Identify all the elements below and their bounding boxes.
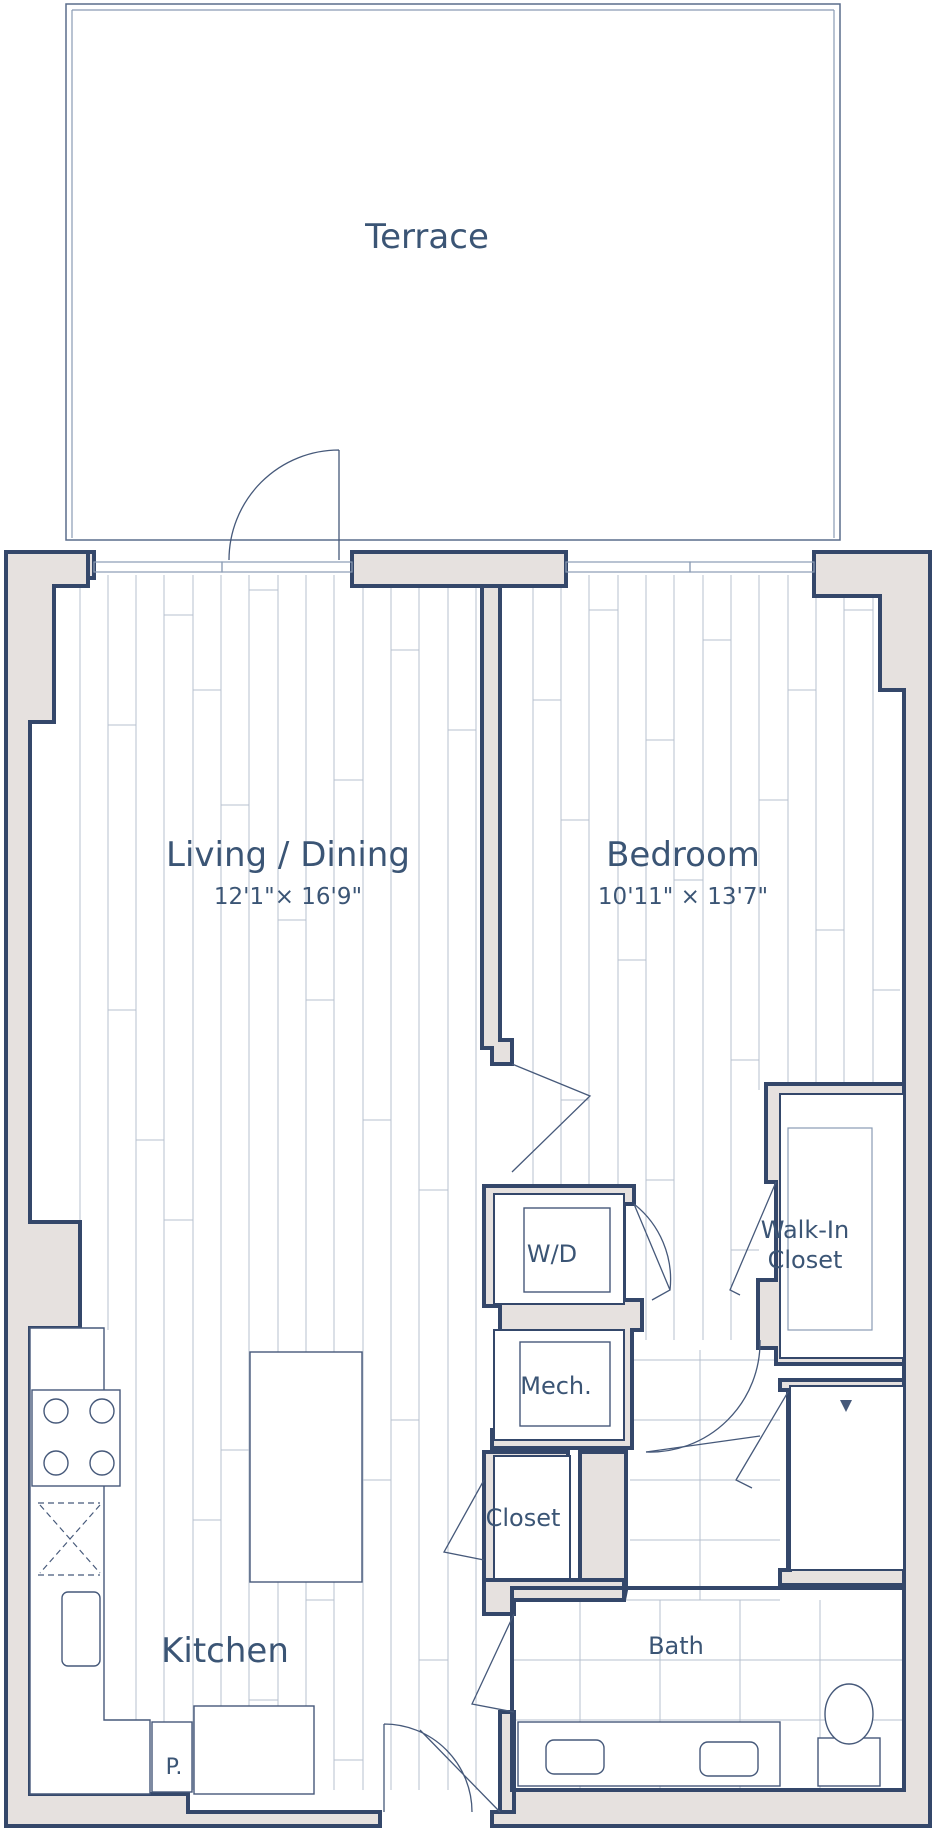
wall-top-stub-left xyxy=(86,550,96,580)
kitchen-island xyxy=(249,1351,363,1583)
terrace-outline xyxy=(65,3,841,541)
door-shower xyxy=(735,1391,789,1489)
pantry-label: P. xyxy=(166,1755,183,1780)
door-entry xyxy=(383,1723,501,1813)
door-terrace xyxy=(228,449,340,561)
wall-partition xyxy=(480,584,514,1066)
walkin-label-line2: Closet xyxy=(768,1246,843,1274)
sink-left xyxy=(545,1739,605,1775)
terrace-label: Terrace xyxy=(364,217,489,257)
burner-2 xyxy=(89,1398,115,1424)
bedroom-dims: 10'11" × 13'7" xyxy=(598,884,768,910)
wall-top-center xyxy=(350,550,568,588)
pantry xyxy=(151,1721,193,1793)
door-bath-top xyxy=(645,1435,761,1453)
walkin-shelving xyxy=(787,1127,873,1331)
labels: Terrace Living / Dining 12'1"× 16'9" Bed… xyxy=(161,217,849,1780)
door-bath-entry xyxy=(471,1613,515,1713)
closet-label: Closet xyxy=(486,1504,561,1532)
door-walkin xyxy=(729,1181,777,1296)
shower-interior xyxy=(789,1385,905,1571)
sink-right xyxy=(699,1741,759,1777)
door-wd xyxy=(633,1203,672,1301)
kitchen-sink xyxy=(61,1591,101,1667)
mech-label: Mech. xyxy=(520,1372,592,1400)
doors xyxy=(228,449,789,1813)
walls xyxy=(4,550,932,1828)
bath-label: Bath xyxy=(648,1632,704,1660)
floor-planks xyxy=(79,575,900,1790)
door-closet xyxy=(442,1479,485,1561)
door-bedroom xyxy=(511,1063,592,1173)
fixtures xyxy=(29,1127,881,1795)
burner-3 xyxy=(43,1450,69,1476)
toilet-tank xyxy=(817,1737,881,1787)
toilet-bowl xyxy=(824,1683,874,1745)
burner-1 xyxy=(43,1398,69,1424)
wall-bath-lower xyxy=(482,1578,626,1616)
door-bath-arc xyxy=(645,1339,761,1453)
walkin-label-line1: Walk-In xyxy=(761,1216,849,1244)
bedroom-label: Bedroom xyxy=(606,835,760,875)
mech-unit xyxy=(519,1341,611,1427)
wall-bath-left xyxy=(578,1450,628,1602)
kitchen-label: Kitchen xyxy=(161,1631,289,1671)
dishwasher xyxy=(38,1502,101,1576)
living-label: Living / Dining xyxy=(166,835,410,875)
living-dims: 12'1"× 16'9" xyxy=(214,884,362,910)
walkin-interior xyxy=(779,1093,905,1359)
shower-head xyxy=(840,1400,852,1412)
refrigerator xyxy=(193,1705,315,1795)
burner-4 xyxy=(89,1450,115,1476)
wd-label: W/D xyxy=(527,1240,577,1268)
windows xyxy=(93,561,815,573)
bath-outline xyxy=(510,1586,906,1792)
washer-dryer xyxy=(523,1207,611,1293)
terrace-area xyxy=(65,3,841,541)
